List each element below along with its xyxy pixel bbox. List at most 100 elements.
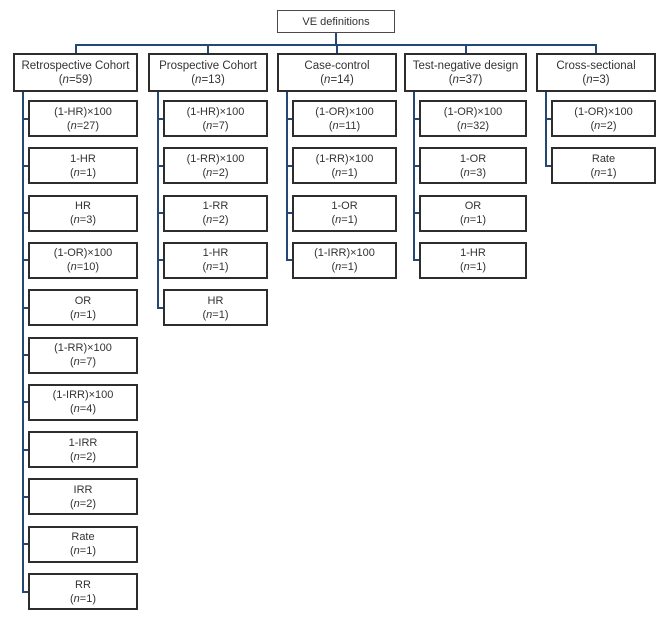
definition-box: 1-HR (n=1) bbox=[28, 147, 138, 185]
box-count: (n=14) bbox=[320, 73, 354, 87]
connector-child-stub bbox=[157, 164, 165, 167]
paren-open: ( bbox=[331, 214, 336, 227]
connector-child-stub bbox=[157, 306, 165, 309]
connector-child-stub bbox=[22, 448, 30, 451]
equals-sign: = bbox=[76, 261, 84, 274]
n-value: 2 bbox=[86, 450, 93, 463]
box-title: 1-OR bbox=[331, 200, 358, 213]
n-value: 1 bbox=[476, 214, 483, 227]
connector-child-stub bbox=[545, 117, 553, 120]
n-symbol: n bbox=[195, 73, 202, 86]
equals-sign: = bbox=[79, 592, 87, 605]
paren-close: ) bbox=[88, 73, 93, 86]
box-title: 1-HR bbox=[202, 247, 229, 260]
equals-sign: = bbox=[212, 261, 219, 274]
n-value: 1 bbox=[86, 592, 93, 605]
connector-child-stub bbox=[545, 164, 553, 167]
connector-child-stub bbox=[22, 164, 30, 167]
n-symbol: n bbox=[206, 261, 213, 274]
connector-trunk bbox=[286, 92, 288, 262]
paren-open: ( bbox=[202, 119, 207, 132]
connector-child-stub bbox=[22, 306, 30, 309]
paren-open: ( bbox=[459, 166, 464, 179]
paren-close: ) bbox=[92, 403, 97, 416]
paren-open: ( bbox=[331, 261, 336, 274]
box-title: OR bbox=[464, 200, 482, 213]
paren-open: ( bbox=[448, 73, 453, 86]
n-symbol: n bbox=[206, 308, 213, 321]
box-count: (n=1) bbox=[202, 308, 228, 322]
column-header-box: Retrospective Cohort (n=59) bbox=[13, 53, 138, 92]
equals-sign: = bbox=[79, 356, 87, 368]
box-count: (n=1) bbox=[331, 213, 357, 227]
equals-sign: = bbox=[466, 119, 474, 132]
n-symbol: n bbox=[586, 73, 593, 86]
connector-child-stub bbox=[157, 259, 165, 262]
connector-child-stub bbox=[22, 354, 30, 356]
box-count: (n=1) bbox=[331, 260, 357, 274]
equals-sign: = bbox=[212, 166, 219, 179]
connector-root-stub bbox=[335, 33, 337, 46]
equals-sign: = bbox=[341, 261, 348, 274]
box-title: (1-RR)×100 bbox=[186, 152, 245, 165]
box-title: (1-OR)×100 bbox=[443, 105, 503, 118]
paren-close: ) bbox=[353, 214, 358, 227]
box-title: (1-IRR)×100 bbox=[314, 247, 375, 260]
connector-child-stub bbox=[413, 117, 421, 120]
box-count: (n=2) bbox=[70, 497, 96, 511]
box-title: Case-control bbox=[304, 59, 370, 72]
box-count: (n=1) bbox=[590, 166, 616, 180]
box-count: (n=1) bbox=[460, 260, 486, 274]
connector-column-stub bbox=[336, 44, 338, 53]
definition-box: 1-HR (n=1) bbox=[163, 241, 268, 279]
column-header-box: Cross-sectional (n=3) bbox=[536, 53, 656, 92]
definition-box: 1-OR (n=3) bbox=[419, 147, 527, 185]
box-count: (n=13) bbox=[191, 73, 225, 87]
equals-sign: = bbox=[212, 308, 219, 321]
paren-close: ) bbox=[478, 73, 483, 86]
definition-box: HR (n=3) bbox=[28, 194, 138, 232]
definition-box: (1-RR)×100 (n=7) bbox=[28, 336, 138, 374]
box-title: (1-RR)×100 bbox=[54, 342, 112, 354]
paren-open: ( bbox=[69, 592, 74, 605]
paren-open: ( bbox=[590, 119, 595, 132]
n-value: 4 bbox=[86, 403, 93, 416]
n-value: 7 bbox=[218, 119, 225, 132]
definition-box: (1-OR)×100 (n=32) bbox=[419, 100, 527, 137]
box-title: 1-IRR bbox=[68, 436, 98, 449]
n-value: 14 bbox=[337, 73, 350, 86]
n-value: 32 bbox=[473, 119, 486, 132]
paren-open: ( bbox=[69, 356, 74, 368]
connector-trunk bbox=[545, 92, 547, 167]
n-value: 1 bbox=[347, 166, 354, 179]
paren-close: ) bbox=[353, 166, 358, 179]
connector-column-stub bbox=[74, 44, 77, 53]
n-symbol: n bbox=[324, 73, 331, 86]
equals-sign: = bbox=[469, 261, 477, 274]
box-title: RR bbox=[75, 578, 91, 591]
box-count: (n=3) bbox=[582, 73, 609, 87]
equals-sign: = bbox=[79, 214, 87, 227]
paren-open: ( bbox=[202, 308, 207, 321]
n-symbol: n bbox=[206, 166, 213, 179]
n-value: 2 bbox=[218, 214, 225, 227]
definition-box: IRR (n=2) bbox=[28, 478, 138, 516]
n-value: 1 bbox=[218, 308, 225, 321]
definition-box: Rate (n=1) bbox=[28, 525, 138, 563]
paren-close: ) bbox=[224, 261, 229, 274]
equals-sign: = bbox=[458, 73, 466, 86]
n-value: 1 bbox=[347, 214, 354, 227]
n-symbol: n bbox=[463, 166, 470, 179]
paren-close: ) bbox=[485, 119, 490, 132]
connector-child-stub bbox=[286, 212, 294, 215]
n-symbol: n bbox=[73, 308, 80, 321]
paren-close: ) bbox=[356, 119, 361, 132]
box-title: Rate bbox=[591, 152, 616, 165]
equals-sign: = bbox=[212, 214, 219, 227]
definition-box: Rate (n=1) bbox=[551, 147, 656, 185]
connector-child-stub bbox=[22, 543, 30, 546]
definition-box: OR (n=1) bbox=[28, 289, 138, 327]
n-symbol: n bbox=[594, 119, 601, 132]
definition-box: (1-OR)×100 (n=10) bbox=[28, 241, 138, 279]
paren-close: ) bbox=[612, 119, 617, 132]
